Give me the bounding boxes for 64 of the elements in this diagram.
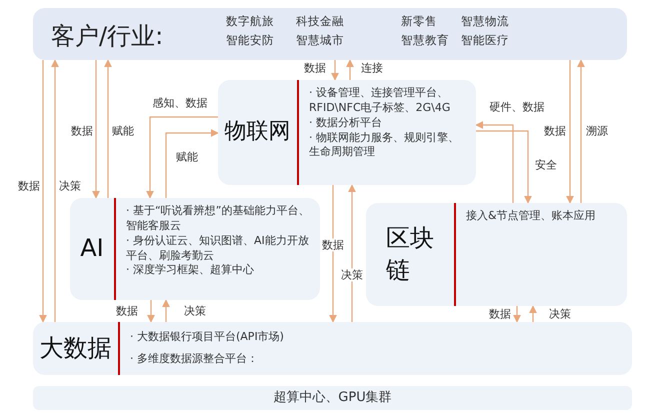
edge-label: 感知、数据 (152, 96, 208, 110)
industry-label: 智慧教育 (401, 33, 450, 48)
arrow (162, 299, 170, 322)
edge-label: 决策 (340, 268, 364, 282)
panel-title: 客户/行业: (50, 21, 164, 52)
platform-panel (33, 322, 632, 375)
panel-title: 物联网 (224, 118, 292, 146)
arrow (476, 130, 532, 204)
arrow (39, 60, 47, 323)
industry-label: 智慧城市 (296, 33, 345, 48)
arrow (146, 116, 218, 199)
arrow (147, 300, 155, 323)
feature-text: · 多维度数据源整合平台： (130, 352, 259, 367)
arrow (346, 59, 354, 80)
edge-label: 数据 (70, 124, 94, 138)
panel-title: 大数据 (38, 332, 112, 364)
feature-text: · 大数据银行项目平台(API市场) (130, 330, 285, 345)
industry-label: 数字航旅 (226, 14, 275, 29)
edge-label: 数据 (488, 307, 512, 321)
industry-label: 新零售 (401, 14, 438, 29)
arrow (329, 185, 337, 323)
edge-label: 数据 (115, 304, 139, 318)
arrow (331, 60, 339, 81)
panel-title: AI (79, 233, 105, 264)
arrow (348, 184, 356, 322)
arrow (566, 60, 574, 204)
feature-text: · 基于“听说看辨想”的基础能力平台、智能客服云 (126, 204, 310, 234)
edge-label: 安全 (534, 158, 558, 172)
header-panel (33, 8, 627, 60)
arrow (577, 59, 585, 203)
edge-label: 连接 (360, 61, 384, 75)
edge-label: 数据 (303, 61, 327, 75)
feature-text: 接入&节点管理、账本应用 (466, 209, 597, 224)
feature-text: · 深度学习框架、超算中心 (126, 263, 255, 278)
arrow (475, 121, 514, 203)
edge-label: 决策 (548, 307, 572, 321)
edge-label: 溯源 (585, 124, 609, 138)
feature-text: · 身份认证云、知识图谱、AI能力开放平台、刷脸考勤云 (126, 234, 310, 264)
platform-panel (218, 80, 476, 185)
edge-label: 数据 (321, 238, 345, 252)
industry-label: 科技金融 (296, 14, 345, 29)
edge-label: 决策 (58, 179, 82, 193)
edge-label: 硬件、数据 (488, 100, 546, 114)
edge-label: 赋能 (175, 150, 199, 164)
arrow (92, 60, 100, 199)
edge-label: 数据 (17, 179, 41, 193)
arrow (104, 59, 112, 198)
panel-title: 区块链 (385, 223, 435, 286)
industry-label: 智能医疗 (461, 33, 510, 48)
edge-label: 数据 (543, 124, 567, 138)
feature-text: · 数据分析平台 (309, 116, 383, 131)
feature-text: · 物联网能力服务、规则引擎、生命周期管理 (309, 130, 460, 160)
infrastructure-bar: 超算中心、GPU集群 (33, 386, 632, 410)
industry-label: 智能安防 (226, 33, 275, 48)
arrow (51, 59, 59, 322)
arrow (513, 306, 521, 323)
arrow (165, 129, 219, 198)
edge-label: 赋能 (111, 124, 135, 138)
edge-label: 决策 (183, 304, 207, 318)
arrow (529, 305, 537, 322)
platform-panel (70, 198, 320, 300)
feature-text: · 设备管理、连接管理平台、RFID\NFC电子标签、2G\4G (309, 86, 452, 116)
platform-panel (366, 203, 627, 306)
industry-label: 智慧物流 (461, 14, 510, 29)
